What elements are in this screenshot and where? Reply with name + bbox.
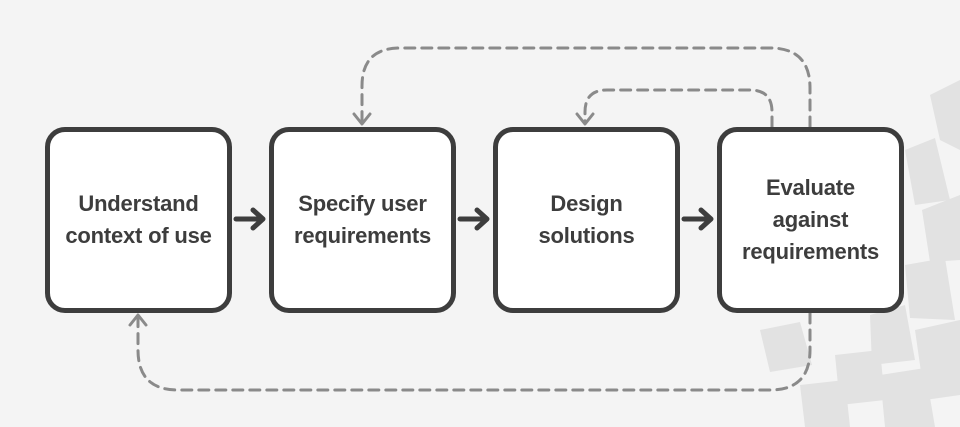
step-label-design: Design solutions	[538, 191, 635, 248]
arrow-specify-to-design	[457, 207, 490, 231]
step-evaluate: Evaluate against requirements	[717, 127, 904, 313]
feedback-loop-evaluate-to-specify	[360, 46, 812, 129]
arrowhead-to-specify-icon	[352, 112, 372, 126]
step-specify-requirements: Specify user requirements	[269, 127, 456, 313]
feedback-loop-evaluate-to-design	[583, 88, 774, 129]
feedback-loop-evaluate-to-understand	[136, 311, 812, 392]
step-label-understand: Understand context of use	[65, 191, 212, 248]
background-decoration	[760, 80, 960, 427]
step-design-solutions: Design solutions	[493, 127, 680, 313]
arrowhead-to-understand-icon	[128, 313, 148, 327]
step-label-specify: Specify user requirements	[294, 191, 431, 248]
step-understand-context: Understand context of use	[45, 127, 232, 313]
arrowhead-to-design-icon	[575, 112, 595, 126]
arrow-design-to-evaluate	[681, 207, 714, 231]
step-label-evaluate: Evaluate against requirements	[742, 175, 879, 264]
arrow-understand-to-specify	[233, 207, 266, 231]
